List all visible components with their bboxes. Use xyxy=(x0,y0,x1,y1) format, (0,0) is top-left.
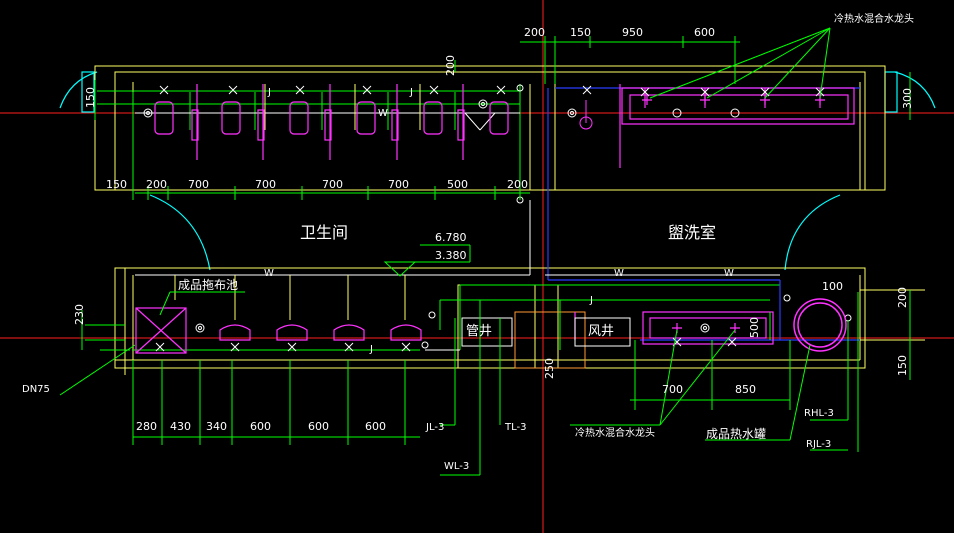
dim-upper-7: 200 xyxy=(507,178,528,191)
upper-dimensions: 150 200 700 700 700 700 500 200 xyxy=(106,178,528,191)
branch-drops xyxy=(174,84,421,320)
elevation-lower: 3.380 xyxy=(435,249,467,262)
dim-bottom-2: 340 xyxy=(206,420,227,433)
mixer-taps xyxy=(642,95,825,333)
tag-rhl3: RHL-3 xyxy=(804,408,834,419)
room-air-shaft: 风井 xyxy=(588,324,614,339)
upper-fixtures xyxy=(154,84,509,160)
dim-right-500: 500 xyxy=(748,317,761,338)
dimension-lines xyxy=(81,36,911,452)
mark-j3: J xyxy=(589,295,593,306)
dim-bottom-700: 700 xyxy=(662,383,683,396)
dim-top-200b: 200 xyxy=(444,55,457,76)
lower-urinals xyxy=(135,307,422,354)
dim-top-0: 200 xyxy=(524,26,545,39)
dim-right-300: 300 xyxy=(901,88,914,109)
leader-lines xyxy=(59,27,849,476)
blue-pipes xyxy=(547,87,860,341)
dim-bottom-5: 600 xyxy=(365,420,386,433)
mark-w2: W xyxy=(614,268,624,279)
elevation-upper: 6.780 xyxy=(435,231,467,244)
mark-j1: J xyxy=(267,87,271,98)
dim-top-3: 600 xyxy=(694,26,715,39)
floor-drains xyxy=(143,84,852,349)
mark-w3: W xyxy=(724,268,734,279)
label-dn75: DN75 xyxy=(22,384,50,395)
pipe-marks: W W W W J J J J xyxy=(264,87,734,355)
green-pipes xyxy=(85,84,780,351)
mark-w1: W xyxy=(264,268,274,279)
mark-j2: J xyxy=(409,87,413,98)
dim-upper-4: 700 xyxy=(322,178,343,191)
mark-j4: J xyxy=(369,344,373,355)
dim-right-150: 150 xyxy=(896,355,909,376)
dim-bottom-850: 850 xyxy=(735,383,756,396)
dim-upper-2: 700 xyxy=(188,178,209,191)
wash-drain xyxy=(579,100,593,130)
white-pipes xyxy=(135,112,780,351)
dim-bottom-1: 430 xyxy=(170,420,191,433)
label-hot-water-tank: 成品热水罐 xyxy=(706,427,766,441)
air-shaft xyxy=(514,311,586,369)
top-dimensions: 200 150 950 600 200 xyxy=(444,26,715,76)
room-pipe-shaft: 管井 xyxy=(466,324,492,339)
label-mixer-top: 冷热水混合水龙头 xyxy=(834,12,914,25)
pipe-shaft-box xyxy=(461,317,631,347)
dim-upper-6: 500 xyxy=(447,178,468,191)
bottom-dimensions: 280 430 340 600 600 600 xyxy=(136,420,386,433)
dim-top-1: 150 xyxy=(570,26,591,39)
dim-upper-0: 150 xyxy=(106,178,127,191)
dim-upper-5: 700 xyxy=(388,178,409,191)
dim-top-2: 950 xyxy=(622,26,643,39)
room-labels: 卫生间 盥洗室 管井 风井 xyxy=(300,223,716,339)
dim-right-200: 200 xyxy=(896,287,909,308)
dim-bottom-3: 600 xyxy=(250,420,271,433)
tag-wl3: WL-3 xyxy=(444,461,469,472)
dim-upper-3: 700 xyxy=(255,178,276,191)
misc-dimensions: 150 300 230 250 500 100 200 150 700 850 xyxy=(73,87,914,396)
dim-bottom-0: 280 xyxy=(136,420,157,433)
walls xyxy=(94,65,925,375)
dim-right-100: 100 xyxy=(822,280,843,293)
tag-rjl3: RJL-3 xyxy=(806,439,831,450)
mark-w4: W xyxy=(378,108,388,119)
elevation-mark xyxy=(383,244,471,277)
tap-marks xyxy=(155,85,825,352)
label-mop-pool: 成品拖布池 xyxy=(178,278,238,292)
tag-jl3: JL-3 xyxy=(425,422,444,433)
pipe-tags: JL-3 TL-3 WL-3 RHL-3 RJL-3 xyxy=(425,408,834,472)
room-toilet: 卫生间 xyxy=(300,223,348,242)
dim-left-230: 230 xyxy=(73,304,86,325)
dim-left-150: 150 xyxy=(84,87,97,108)
fixture-labels: 成品拖布池 冷热水混合水龙头 冷热水混合水龙头 成品热水罐 DN75 xyxy=(22,12,914,441)
hot-water-tank xyxy=(793,298,847,352)
elevation-labels: 6.780 3.380 xyxy=(435,231,467,262)
dim-upper-1: 200 xyxy=(146,178,167,191)
dim-bottom-4: 600 xyxy=(308,420,329,433)
room-washroom: 盥洗室 xyxy=(668,223,716,242)
label-mixer-bottom: 冷热水混合水龙头 xyxy=(575,426,655,439)
dim-mid-250: 250 xyxy=(543,358,556,379)
tag-tl3: TL-3 xyxy=(504,422,526,433)
